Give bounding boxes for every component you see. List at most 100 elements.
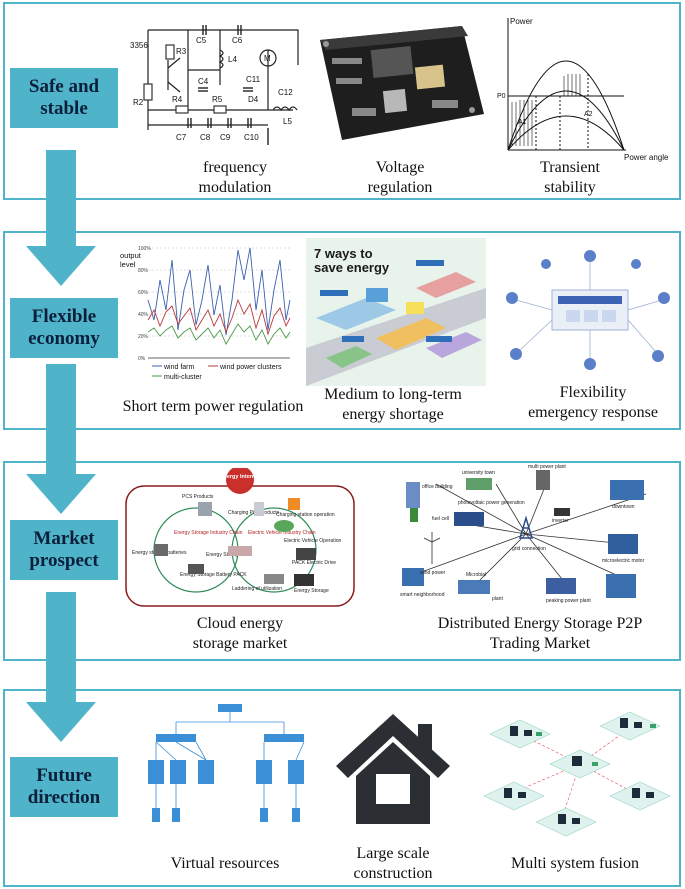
circuit-label: C11	[246, 75, 261, 84]
power-curve-1	[507, 60, 625, 151]
caption-virtual-resources: Virtual resources	[160, 854, 290, 874]
p2p-item: smart neighborhood	[400, 592, 445, 598]
power-tick: 40%	[138, 312, 149, 318]
caption-line: Flexibility	[559, 384, 627, 401]
power-tick: 80%	[138, 268, 149, 274]
power-tick: 60%	[138, 290, 149, 296]
legend-wind-power-clusters: wind power clusters	[219, 364, 282, 371]
series-wind-power-clusters	[147, 298, 291, 336]
caption-line: Large scale	[356, 845, 430, 862]
circuit-label: 3356	[130, 41, 148, 50]
power-tick: 0%	[138, 356, 146, 362]
p2p-item: downtown	[612, 504, 635, 510]
caption-line: Voltage	[375, 159, 425, 176]
label-line-1: Flexible	[31, 306, 97, 327]
p2p-item: office building	[422, 484, 453, 490]
p2p-item: university town	[462, 470, 495, 476]
cloud-item: PACK Electric Drive	[292, 560, 336, 566]
caption-line: Distributed Energy Storage P2P	[437, 615, 643, 632]
power-tick: 20%	[138, 334, 149, 340]
cloud-item: Energy Storage	[206, 552, 241, 558]
p2p-item: fuel cell	[432, 516, 449, 522]
transient-a1-label: A1	[518, 119, 527, 126]
legend-wind-farm: wind farm	[163, 364, 195, 371]
transient-y-axis-label: Power	[510, 17, 533, 26]
label-line-1: Safe and	[28, 76, 100, 97]
circuit-label: C9	[220, 133, 231, 142]
caption-multi-system-fusion: Multi system fusion	[500, 854, 650, 874]
circuit-label: M	[264, 54, 271, 63]
circuit-label: C10	[244, 133, 259, 142]
caption-line: regulation	[367, 179, 433, 196]
caption-flexibility-emergency-response: Flexibility emergency response	[518, 383, 668, 423]
cloud-energy-storage-diagram: Energy Internet PCS Products Charging Pi…	[125, 468, 355, 607]
poster-title-line-2: save energy	[314, 260, 390, 275]
label-line-1: Market	[33, 528, 95, 549]
caption-line: Short term power regulation	[122, 398, 304, 415]
p2p-item: multi power plant	[528, 464, 566, 470]
legend-multi-cluster: multi-cluster	[164, 374, 202, 381]
caption-line: emergency response	[528, 404, 658, 421]
cloud-item: Electric Vehicle Operation	[284, 538, 341, 544]
circuit-label: L5	[283, 117, 292, 126]
cloud-item: Energy Storage Battery PACK	[180, 572, 247, 578]
circuit-label: C5	[196, 36, 207, 45]
cloud-item: Charging station operation	[276, 512, 335, 518]
circuit-label: D4	[248, 95, 259, 104]
caption-line: modulation	[198, 179, 272, 196]
circuit-label: L4	[228, 55, 237, 64]
caption-line: Trading Market	[489, 635, 591, 652]
caption-line: construction	[353, 865, 433, 882]
cloud-item: PCS Products	[182, 494, 214, 500]
down-arrow-icon	[26, 592, 96, 742]
circuit-label: C7	[176, 133, 187, 142]
transient-x-axis-label: Power angle	[624, 153, 669, 162]
caption-short-term-power-regulation: Short term power regulation	[118, 397, 308, 417]
caption-line: stability	[544, 179, 596, 196]
circuit-label: R4	[172, 95, 183, 104]
p2p-item: microelectric motor	[602, 558, 645, 564]
energy-saving-illustration: 7 ways to save energy	[306, 238, 486, 386]
label-line-2: economy	[28, 328, 100, 349]
p2p-item: grid connection	[512, 546, 546, 552]
caption-distributed-p2p-trading-market: Distributed Energy Storage P2P Trading Ma…	[420, 614, 660, 654]
transient-p0-label: P0	[497, 93, 506, 100]
caption-line: frequency	[203, 159, 267, 176]
p2p-trading-network-diagram: university town multi power plant office…	[400, 464, 647, 604]
series-wind-farm	[147, 247, 291, 336]
house-icon	[336, 714, 450, 824]
label-line-1: Future	[36, 765, 92, 786]
power-y-label-line-2: level	[120, 260, 136, 269]
series-multi-cluster	[147, 323, 291, 345]
circuit-label: R3	[176, 47, 187, 56]
p2p-item: photovoltaic power generation	[458, 500, 525, 506]
caption-line: Multi system fusion	[510, 855, 639, 872]
poster-title-line-1: 7 ways to	[314, 246, 373, 261]
circuit-label: R5	[212, 95, 223, 104]
cloud-item: Electric Vehicle Industry Chain	[248, 530, 316, 536]
energy-internet-label: Energy Internet	[220, 474, 261, 480]
power-curve-2	[507, 90, 625, 151]
label-line-2: prospect	[29, 550, 99, 571]
caption-voltage-regulation: Voltage regulation	[350, 158, 450, 198]
power-curve-3	[507, 115, 625, 151]
label-line-2: stable	[40, 98, 88, 119]
caption-line: storage market	[192, 635, 288, 652]
circuit-label: C6	[232, 36, 243, 45]
cloud-item: Energy Storage	[294, 588, 329, 594]
p2p-item: Microbial	[466, 572, 486, 578]
p2p-item: inverter	[552, 518, 569, 524]
circuit-label: R2	[133, 98, 144, 107]
cloud-item: Energy Storage Industry Chain	[174, 530, 243, 536]
power-y-label-line-1: output	[120, 251, 142, 260]
p2p-item: peaking power plant	[546, 598, 591, 604]
cloud-item: Laddering of utilization	[232, 586, 282, 592]
caption-frequency-modulation: frequency modulation	[180, 158, 290, 198]
power-tick: 100%	[138, 246, 151, 252]
